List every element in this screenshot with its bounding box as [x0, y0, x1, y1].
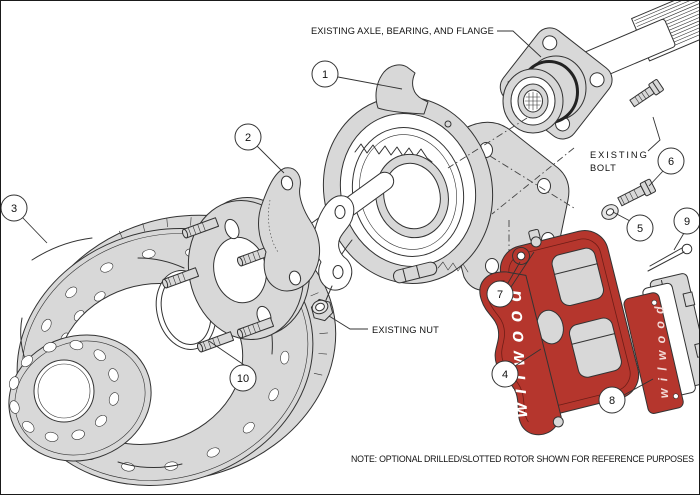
rotor-center-bore — [33, 359, 95, 423]
cotter-pin — [647, 243, 693, 272]
shoe-return-spring — [354, 143, 433, 163]
svg-text:2: 2 — [245, 132, 251, 144]
existing-nut — [310, 298, 334, 322]
caliper-mount-hole — [516, 251, 526, 261]
wheel-studs — [161, 217, 275, 353]
callout-5: 5 — [626, 214, 654, 242]
svg-text:5: 5 — [637, 223, 643, 235]
brake-caliper: wilwood — [479, 228, 640, 436]
pad-hole — [673, 393, 679, 399]
callout-10: 10 — [229, 364, 257, 392]
pad-ear — [682, 291, 696, 308]
callout-6: 6 — [657, 147, 685, 175]
axle-retainer-plate — [312, 195, 355, 301]
callout-bubbles: 1 2 3 4 5 6 7 8 9 10 — [0, 60, 700, 414]
svg-text:1: 1 — [322, 69, 328, 81]
callout-3: 3 — [0, 194, 28, 222]
svg-text:7: 7 — [497, 289, 503, 301]
leader-lines — [21, 30, 685, 396]
callout-1: 1 — [311, 60, 339, 88]
bracket-hole — [485, 258, 499, 274]
mounting-bolt — [617, 178, 656, 207]
svg-text:4: 4 — [502, 369, 508, 381]
label-existing-nut: EXISTING NUT — [372, 325, 439, 335]
label-existing-bolt-line1: EXISTING — [590, 150, 647, 160]
hub-flange — [161, 197, 311, 353]
callout-4: 4 — [491, 360, 519, 388]
svg-text:9: 9 — [684, 216, 690, 228]
caliper-bridge-window — [551, 247, 605, 306]
label-existing-axle: EXISTING AXLE, BEARING, AND FLANGE — [311, 26, 494, 36]
brake-pads: wilwood — [623, 273, 700, 414]
bracket-hole — [537, 178, 551, 194]
callout-7: 7 — [486, 280, 514, 308]
existing-bolt — [629, 79, 664, 108]
lower-spring — [437, 261, 469, 273]
caliper-bridge-window — [568, 317, 622, 378]
hub-bore — [383, 162, 441, 230]
svg-text:6: 6 — [668, 156, 674, 168]
callout-8: 8 — [598, 386, 626, 414]
inlet-fitting — [552, 416, 564, 428]
axle-bearing — [502, 55, 587, 134]
wheel-stud — [161, 267, 200, 289]
svg-text:3: 3 — [11, 203, 17, 215]
svg-text:10: 10 — [237, 373, 249, 385]
svg-text:8: 8 — [609, 395, 615, 407]
spline-bore-hatch — [524, 91, 542, 111]
backing-plate-tab — [375, 64, 429, 115]
label-existing-bolt-line2: BOLT — [590, 163, 616, 173]
hub-drilled-holes — [8, 340, 120, 442]
reference-note: NOTE: OPTIONAL DRILLED/SLOTTED ROTOR SHO… — [351, 454, 694, 464]
callout-2: 2 — [234, 123, 262, 151]
rivet — [444, 120, 452, 128]
callout-9: 9 — [673, 207, 700, 235]
flat-washer-5 — [601, 204, 619, 220]
wheel-stud — [236, 317, 275, 339]
retainer-plate-item2 — [258, 167, 320, 292]
pad-hole — [651, 299, 658, 306]
flange-slot — [224, 218, 240, 240]
wheel-stud — [181, 217, 220, 239]
pad-plate — [623, 292, 684, 414]
bleeder-base — [530, 236, 542, 248]
axle-bearing-flange — [499, 0, 700, 140]
wheel-stud — [196, 331, 235, 353]
shoe-adjuster — [392, 261, 438, 284]
